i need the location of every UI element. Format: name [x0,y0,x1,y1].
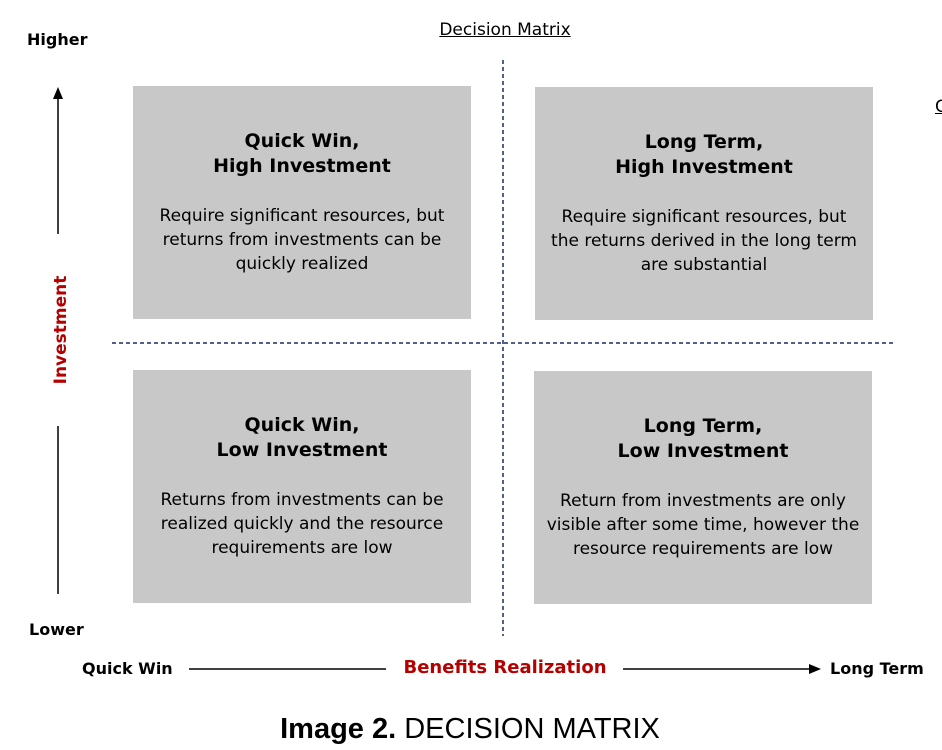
quadrant-long-term-high-investment: Long Term, High Investment Require signi… [535,87,873,320]
quadrant-title-line1: Long Term, [644,131,764,153]
y-axis-label: Investment [51,275,71,385]
quadrant-title-line1: Quick Win, [244,130,360,152]
image-caption: Image 2. DECISION MATRIX [0,713,942,746]
right-arrow-icon [809,664,821,674]
quadrant-long-term-low-investment: Long Term, Low Investment Return from in… [534,371,872,604]
clipped-text: C [935,97,942,117]
x-axis-left-label: Quick Win [82,659,173,678]
x-axis-right-label: Long Term [830,659,924,678]
quadrant-title-line1: Quick Win, [244,414,360,436]
quadrant-quick-win-high-investment: Quick Win, High Investment Require signi… [133,86,471,319]
quadrant-description: Returns from investments can be realized… [160,490,444,558]
caption-text: DECISION MATRIX [404,713,660,745]
up-arrow-icon [53,87,63,99]
quadrant-description: Require significant resources, but the r… [551,207,857,275]
y-axis-top-label: Higher [27,30,88,49]
quadrant-description: Require significant resources, but retur… [159,206,445,274]
quadrant-title-line2: Low Investment [617,440,789,462]
quadrant-quick-win-low-investment: Quick Win, Low Investment Returns from i… [133,370,471,603]
y-axis-bottom-label: Lower [29,620,84,639]
quadrant-title: Quick Win, High Investment [213,129,391,179]
quadrant-title-line2: High Investment [213,155,391,177]
quadrant-title-line2: High Investment [615,156,793,178]
caption-prefix: Image 2. [280,713,397,745]
quadrant-title-line1: Long Term, [643,415,763,437]
diagram-title: Decision Matrix [439,20,571,40]
quadrant-description: Return from investments are only visible… [546,491,860,559]
quadrant-title: Long Term, Low Investment [618,414,789,464]
x-axis-label: Benefits Realization [403,657,607,678]
quadrant-title: Long Term, High Investment [615,130,793,180]
quadrant-title-line2: Low Investment [216,439,388,461]
quadrant-title: Quick Win, Low Investment [217,413,388,463]
